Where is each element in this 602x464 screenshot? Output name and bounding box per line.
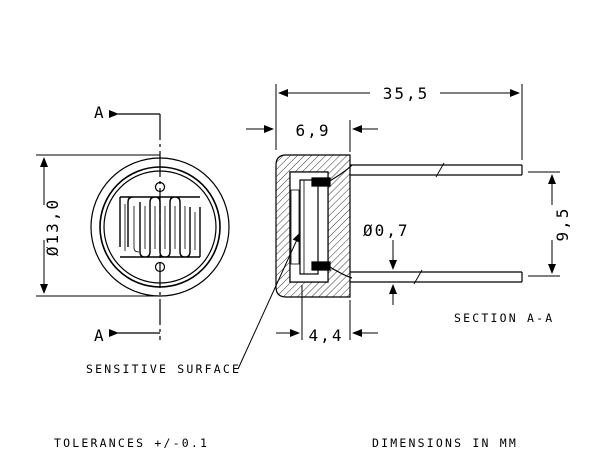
lead-clip-bottom	[311, 261, 331, 271]
section-view-label: SECTION A-A	[454, 311, 554, 325]
dim-window-depth-label: 4,4	[309, 326, 344, 345]
tolerances-note: TOLERANCES +/-0.1	[54, 436, 209, 450]
leads	[350, 162, 523, 285]
window-glass	[290, 189, 300, 265]
dim-diameter-body-label: Ø13,0	[43, 198, 62, 256]
dim-length-total	[275, 84, 523, 160]
dim-length-total-label: 35,5	[383, 84, 430, 103]
dim-body-depth	[246, 120, 378, 152]
sensitive-surface-label: SENSITIVE SURFACE	[86, 362, 241, 376]
dim-window-depth	[276, 285, 378, 340]
section-line	[109, 110, 161, 340]
units-note: DIMENSIONS IN MM	[372, 436, 518, 450]
sensor-track-inner	[124, 204, 196, 253]
section-mark-bottom: A	[94, 326, 104, 345]
section-view	[275, 154, 353, 298]
lead-clip-top	[311, 177, 331, 187]
dim-lead-diameter-label: Ø0,7	[363, 221, 410, 240]
sensor-disc	[299, 179, 319, 275]
dim-pin-pitch	[528, 171, 560, 277]
sensitive-surface-leader	[237, 232, 301, 370]
dim-pin-pitch-label: 9,5	[553, 207, 572, 242]
dim-body-depth-label: 6,9	[296, 121, 331, 140]
dim-diameter-body	[36, 154, 160, 297]
section-mark-top: A	[94, 103, 104, 122]
